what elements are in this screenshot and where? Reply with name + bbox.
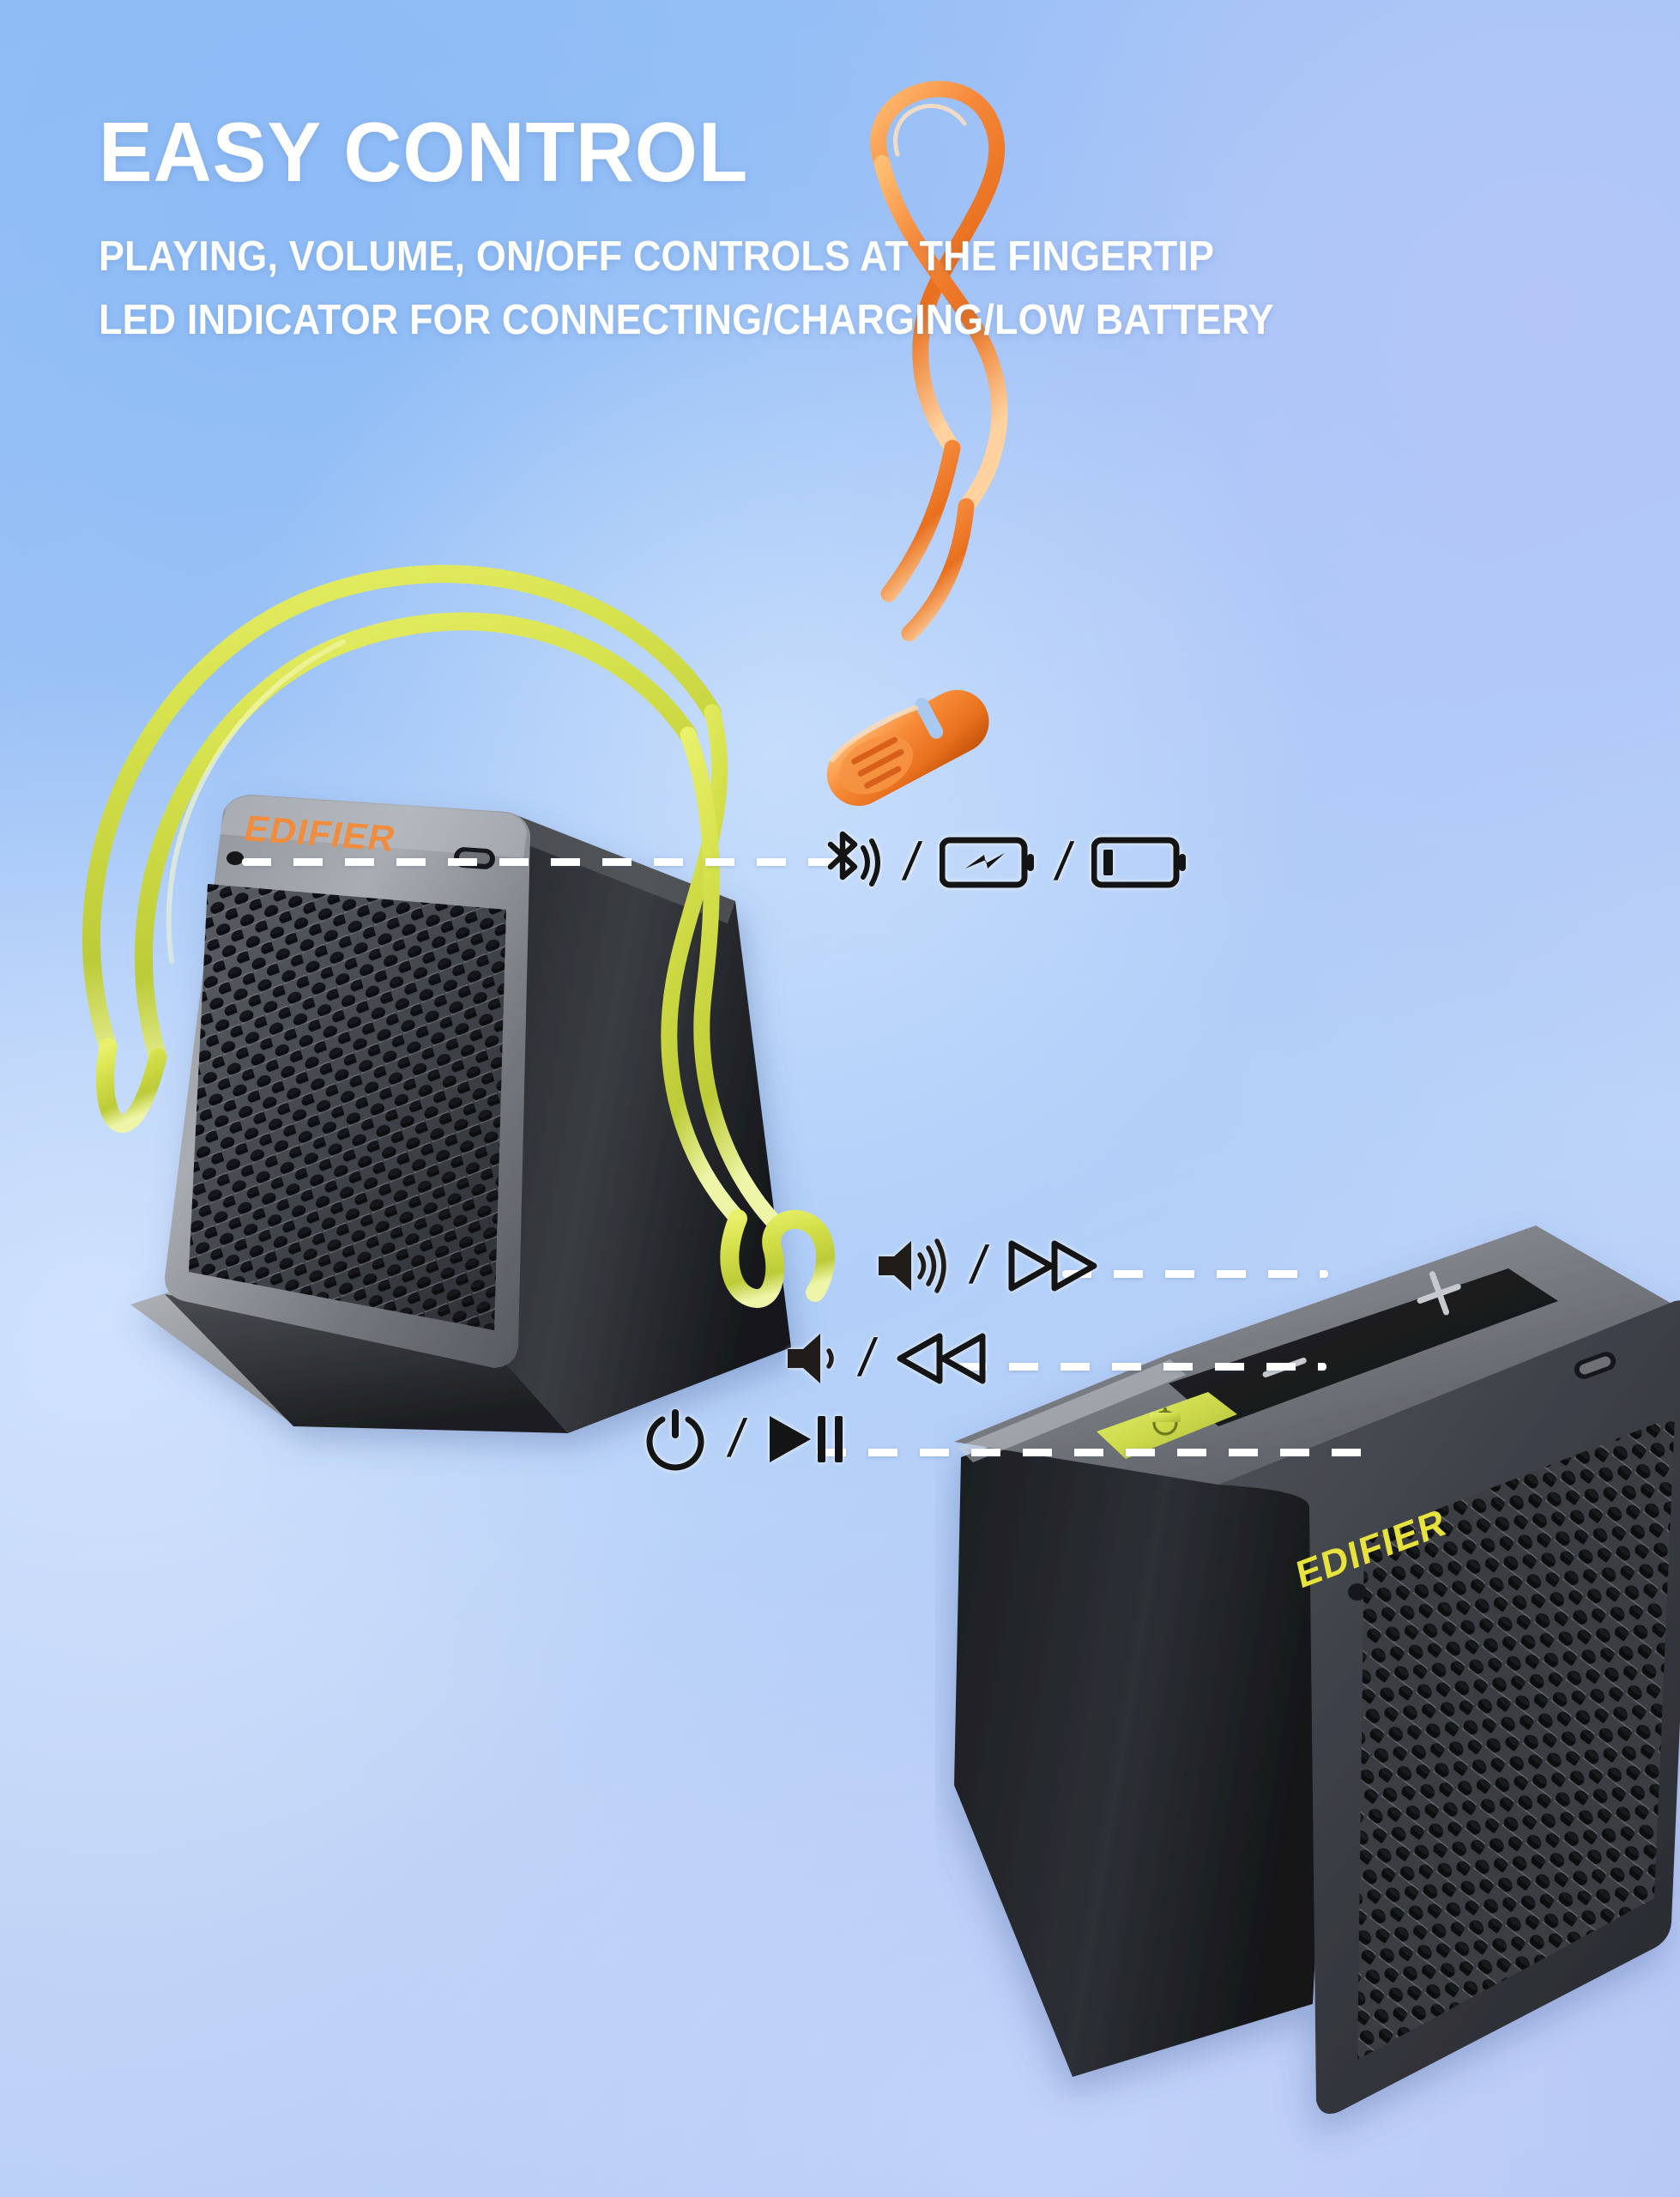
speaker-left-side-face	[954, 1373, 1339, 2077]
volume-up-icon	[879, 1238, 946, 1293]
control-row-volume-down-previous: /	[783, 1328, 988, 1389]
control-row-power-play-pause: /	[642, 1406, 847, 1473]
speaker-grille-perforations	[1357, 1416, 1675, 2060]
microphone-hole	[227, 851, 244, 865]
dashed-line-power-row	[817, 1449, 1366, 1456]
volume-down-icon	[788, 1334, 834, 1383]
usb-c-port-inner	[1579, 1356, 1611, 1375]
play-pause-icon	[770, 1416, 843, 1462]
led-indicator-row: / /	[817, 826, 1187, 899]
bluetooth-signal-icon	[827, 831, 880, 887]
subtitle-line-2: LED INDICATOR FOR CONNECTING/CHARGING/LO…	[99, 296, 1274, 343]
speaker-bottom-bevel	[165, 1294, 568, 1433]
power-button-surface	[1097, 1392, 1237, 1459]
volume-up-button[interactable]	[1417, 1270, 1462, 1316]
page-title: EASY CONTROL	[99, 105, 749, 199]
top-control-strip	[1169, 1268, 1558, 1426]
battery-charging-icon	[940, 837, 1035, 888]
speaker-grille-perforations	[189, 884, 506, 1330]
next-track-icon	[1008, 1240, 1097, 1292]
speaker-top-plate-edge	[958, 1359, 1186, 1462]
battery-low-icon	[1091, 837, 1187, 888]
power-icon	[646, 1409, 704, 1471]
power-icon-mask	[1150, 1413, 1181, 1422]
plus-icon-vertical	[1429, 1271, 1450, 1316]
microphone-hole	[1348, 1583, 1367, 1601]
control-row-volume-up-next: /	[873, 1236, 1099, 1296]
dashed-line-volume-down-row	[958, 1363, 1326, 1371]
speaker-side-face	[499, 815, 791, 1433]
separator-slash-volume-down: /	[855, 1328, 879, 1388]
separator-slash-power: /	[724, 1409, 749, 1468]
speaker-bottom-right: EDIFIER	[954, 1226, 1680, 2114]
dashed-line-led-row	[242, 858, 843, 866]
subtitle-line-1: PLAYING, VOLUME, ON/OFF CONTROLS AT THE …	[99, 233, 1215, 280]
separator-slash-2: /	[1051, 832, 1077, 892]
heading-block: EASY CONTROL PLAYING, VOLUME, ON/OFF CON…	[99, 110, 1383, 347]
speaker-top-left-body: EDIFIER	[130, 795, 791, 1433]
dashed-line-volume-up-row	[1062, 1270, 1328, 1278]
previous-track-icon	[897, 1333, 986, 1384]
power-play-button[interactable]	[1097, 1392, 1237, 1459]
separator-slash-1: /	[899, 832, 924, 892]
speaker-bottom-right-body: EDIFIER	[954, 1226, 1680, 2114]
separator-slash-volume-up: /	[966, 1236, 991, 1295]
